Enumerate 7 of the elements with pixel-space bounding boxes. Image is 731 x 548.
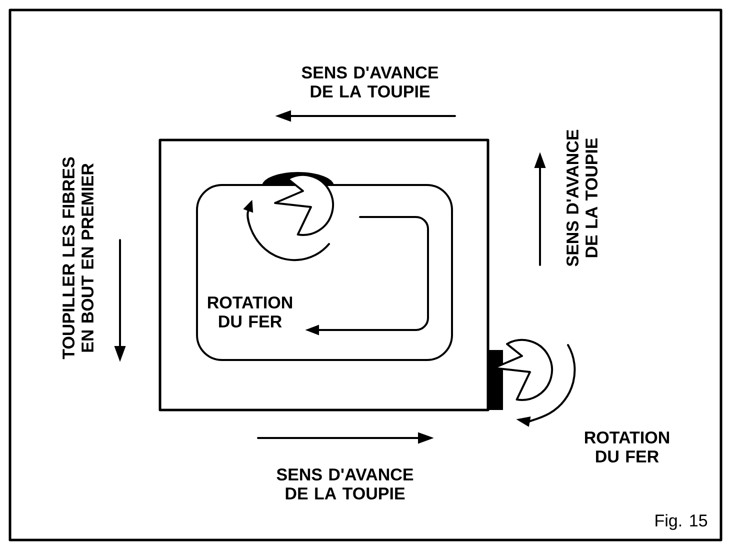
instruction-label: TOUPILLER LES FIBRES EN BOUT EN PREMIER xyxy=(62,157,94,360)
feed-direction-label: SENS D'AVANCE DE LA TOUPIE xyxy=(276,468,414,500)
feed-direction-label: SENS D'AVANCE DE LA TOUPIE xyxy=(302,66,438,98)
figure-caption: Fig. 15 xyxy=(656,514,708,530)
rotation-label: ROTATION DU FER xyxy=(585,431,669,463)
rotation-label: ROTATION DU FER xyxy=(208,296,292,328)
feed-direction-label: SENS D'AVANCE DE LA TOUPIE xyxy=(566,130,598,266)
